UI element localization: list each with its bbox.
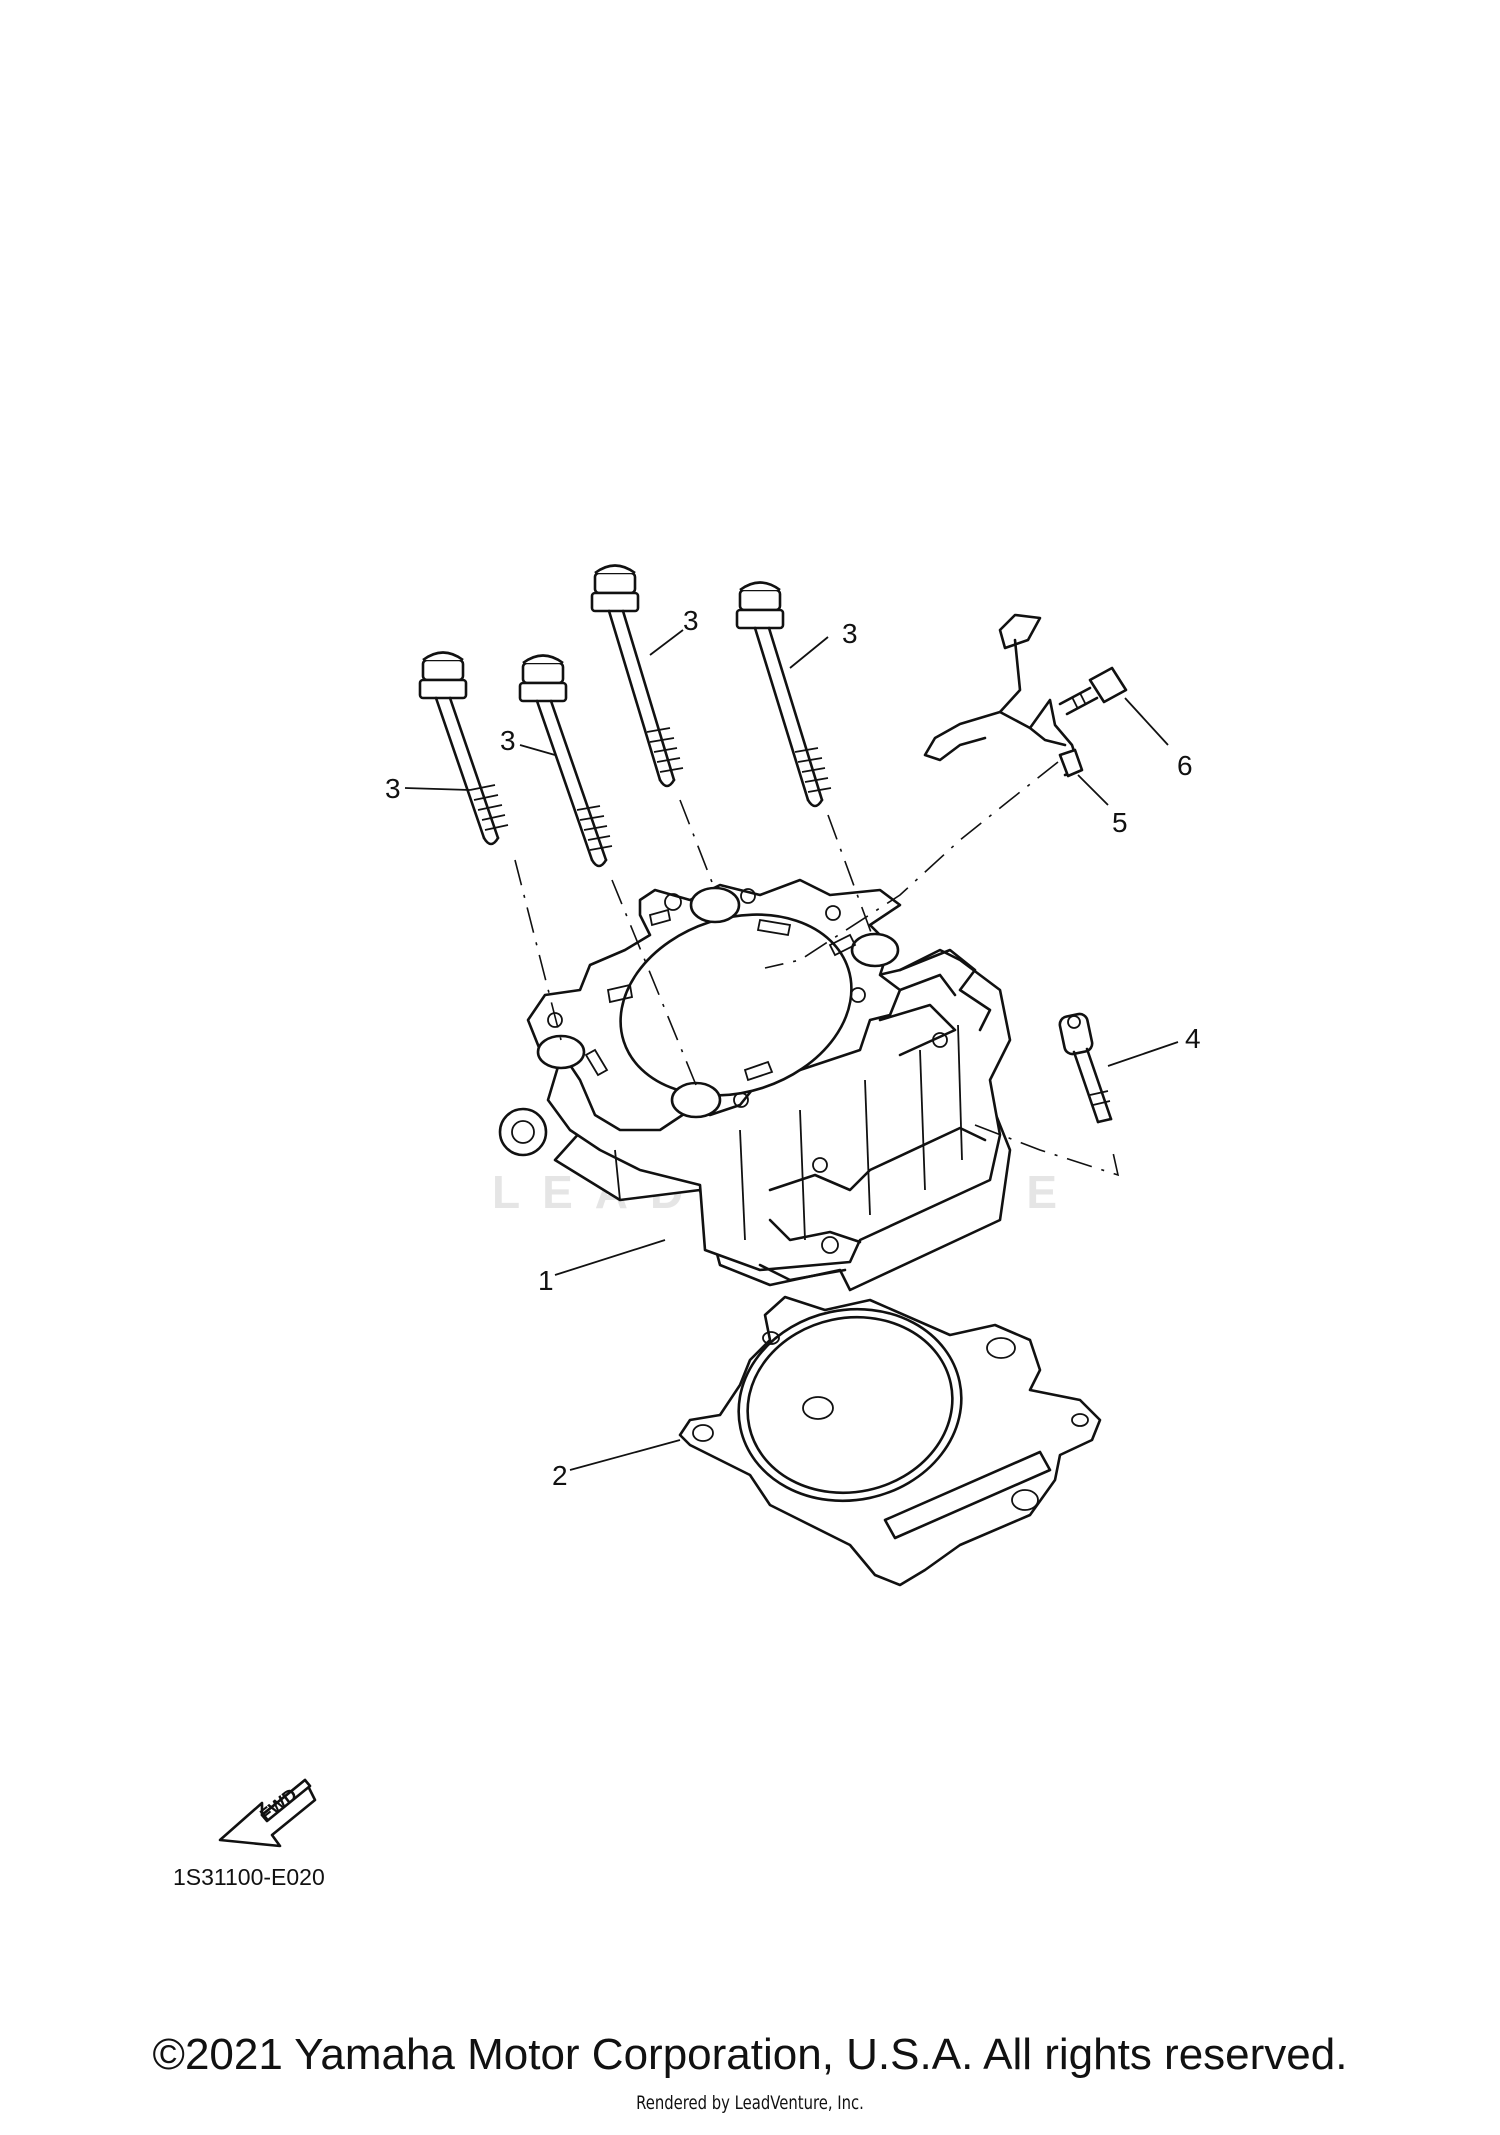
leader-6 xyxy=(1124,697,1169,746)
leader-3d xyxy=(789,636,829,669)
callout-3a: 3 xyxy=(385,773,401,804)
leader-3c xyxy=(649,629,684,656)
cylinder-part xyxy=(498,878,1012,1292)
stud-bolt-c xyxy=(590,564,684,788)
stud-bolt-a xyxy=(418,651,509,846)
fwd-arrow-icon: FWD xyxy=(218,1778,317,1848)
callout-4: 4 xyxy=(1185,1023,1201,1054)
leader-4 xyxy=(1107,1041,1179,1067)
callout-3b: 3 xyxy=(500,725,516,756)
socket-bolt-part xyxy=(1058,1012,1113,1124)
drawing-code: 1S31100-E020 xyxy=(173,1864,325,1890)
callout-5: 5 xyxy=(1112,807,1128,838)
bracket-part xyxy=(923,613,1084,778)
stud-bolt-b xyxy=(518,654,613,868)
leader-5 xyxy=(1077,774,1109,806)
callout-6: 6 xyxy=(1177,750,1193,781)
stud-bolt-d xyxy=(735,581,832,808)
callout-3d: 3 xyxy=(842,618,858,649)
leader-1 xyxy=(554,1239,666,1276)
leader-3a xyxy=(404,787,471,791)
rendered-by-text: Rendered by LeadVenture, Inc. xyxy=(636,2092,864,2114)
callout-2: 2 xyxy=(552,1460,568,1491)
small-bolt-part xyxy=(1058,666,1128,716)
callout-1: 1 xyxy=(538,1265,554,1296)
leader-2 xyxy=(569,1439,681,1471)
copyright-text: ©2021 Yamaha Motor Corporation, U.S.A. A… xyxy=(152,2030,1348,2079)
gasket-part xyxy=(678,1295,1102,1587)
callout-3c: 3 xyxy=(683,605,699,636)
leader-3b xyxy=(519,744,556,756)
